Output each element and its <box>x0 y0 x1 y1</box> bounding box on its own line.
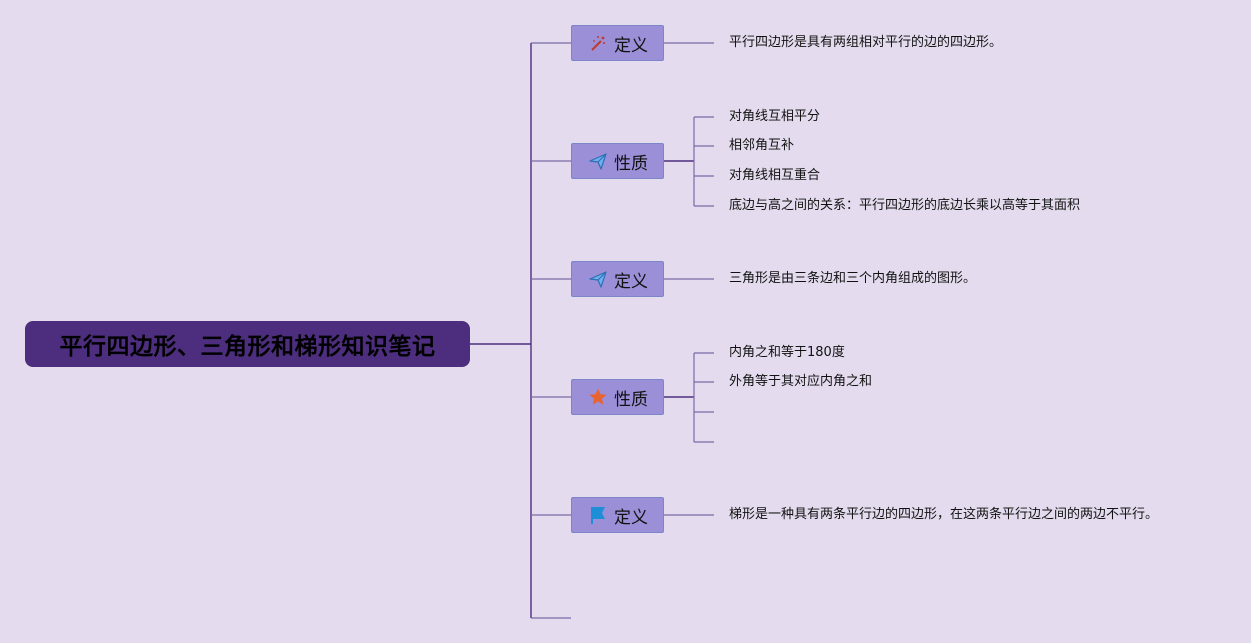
branch-definition-parallelogram[interactable]: 定义 <box>571 25 664 61</box>
leaf-item[interactable]: 平行四边形是具有两组相对平行的边的四边形。 <box>729 35 1003 50</box>
branch-definition-trapezoid[interactable]: 定义 <box>571 497 664 533</box>
leaf-item[interactable]: 三角形是由三条边和三个内角组成的图形。 <box>729 271 977 286</box>
branch-label: 定义 <box>614 271 648 292</box>
leaf-item[interactable]: 相邻角互补 <box>729 138 795 153</box>
paper-plane-icon <box>587 268 609 290</box>
branch-properties-triangle[interactable]: 性质 <box>571 379 664 415</box>
branch-label: 性质 <box>614 153 648 174</box>
root-title: 平行四边形、三角形和梯形知识笔记 <box>59 334 436 360</box>
branch-definition-triangle[interactable]: 定义 <box>571 261 664 297</box>
magic-wand-icon <box>587 32 609 54</box>
leaf-item[interactable]: 对角线相互重合 <box>729 168 821 183</box>
leaf-item[interactable]: 外角等于其对应内角之和 <box>729 374 873 389</box>
branch-label: 定义 <box>614 507 648 528</box>
branch-label: 性质 <box>614 389 648 410</box>
star-icon <box>587 386 609 408</box>
root-topic[interactable]: 平行四边形、三角形和梯形知识笔记 <box>25 321 470 367</box>
branch-properties-parallelogram[interactable]: 性质 <box>571 143 664 179</box>
leaf-item[interactable]: 底边与高之间的关系：平行四边形的底边长乘以高等于其面积 <box>729 198 1081 213</box>
branch-label: 定义 <box>614 35 648 56</box>
leaf-item[interactable]: 梯形是一种具有两条平行边的四边形，在这两条平行边之间的两边不平行。 <box>729 507 1159 522</box>
leaf-item[interactable]: 内角之和等于180度 <box>729 345 845 360</box>
paper-plane-icon <box>587 150 609 172</box>
flag-icon <box>587 504 609 526</box>
leaf-item[interactable]: 对角线互相平分 <box>729 109 821 124</box>
